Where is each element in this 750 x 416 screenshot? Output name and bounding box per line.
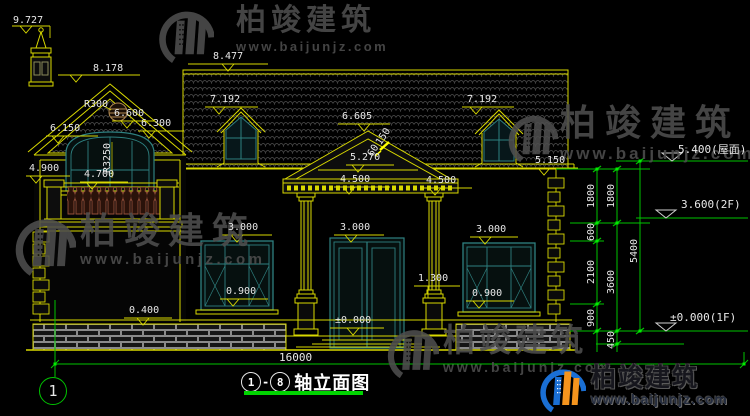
dim-6300: 6.300: [141, 118, 172, 129]
dim-5150: 5.150: [535, 155, 566, 166]
chain-5400: 5400: [629, 238, 640, 264]
chain-900: 900: [586, 308, 597, 328]
dim-0900-right: 0.900: [472, 288, 503, 299]
axis-range-dash: -: [262, 375, 270, 389]
chain-2100: 2100: [586, 259, 597, 285]
dim-4500-left: 4.500: [340, 174, 371, 185]
dim-6600: 6.600: [114, 108, 145, 119]
dim-7192-right: 7.192: [467, 94, 498, 105]
chain-3600: 3600: [606, 269, 617, 295]
dim-16000: 16000: [279, 351, 313, 364]
baijun-color-logo-icon: [533, 364, 589, 414]
dim-1300: 1.300: [418, 273, 449, 284]
watermark-brand: 柏竣建筑: [560, 102, 741, 143]
axis-start-bubble: 1: [241, 372, 261, 392]
watermark-url: www.baijunjz.com: [80, 250, 266, 268]
watermark-brand: 柏竣建筑: [443, 322, 588, 358]
chain-450: 450: [606, 330, 617, 350]
chain-1800-a: 1800: [586, 183, 597, 209]
dim-3000-mid: 3.000: [340, 222, 371, 233]
dim-7192-left: 7.192: [210, 94, 241, 105]
dim-4500-right: 4.500: [426, 175, 457, 186]
drawing-title-text: 轴立面图: [294, 373, 371, 393]
watermark-brand: 柏竣建筑: [80, 210, 257, 251]
logo-badge-brand: 柏竣建筑: [591, 364, 700, 392]
dim-3000-right: 3.000: [476, 224, 507, 235]
dim-9727: 9.727: [13, 15, 44, 26]
dim-0900-left: 0.900: [226, 286, 257, 297]
dim-4900: 4.900: [29, 163, 60, 174]
logo-badge-url: www.baijunjz.com: [591, 391, 728, 407]
chain-600: 600: [586, 222, 597, 242]
dim-4700: 4.700: [84, 169, 115, 180]
level-2f: 3.600(2F): [681, 198, 741, 211]
dim-6605: 6.605: [342, 111, 373, 122]
watermark-brand: 柏竣建筑: [236, 4, 376, 37]
axis-end-bubble: 8: [270, 372, 291, 392]
chain-1800-b: 1800: [606, 183, 617, 209]
dim-3000-left: 3.000: [228, 222, 259, 233]
axis-bubble-label: 1: [48, 382, 58, 400]
axis-bubble-1: 1: [39, 377, 67, 405]
level-roof: 5.400(屋面): [678, 143, 747, 156]
dim-0400: 0.400: [129, 305, 160, 316]
watermark-url: www.baijunjz.com: [236, 38, 389, 54]
dim-6150: 6.150: [50, 123, 81, 134]
dim-5270: 5.270: [350, 152, 381, 163]
watermark-right: 柏竣建筑 www.baijunjz.com: [504, 104, 750, 170]
baijun-logo-icon: [382, 324, 440, 380]
watermark-left: 柏竣建筑 www.baijunjz.com: [10, 212, 265, 278]
logo-badge: 柏竣建筑 www.baijunjz.com: [533, 364, 728, 414]
title-underline: [244, 391, 363, 395]
level-1f: ±0.000(1F): [670, 311, 737, 324]
dim-8178: 8.178: [93, 63, 124, 74]
baijun-logo-icon: [10, 212, 76, 278]
dim-8477: 8.477: [213, 51, 244, 62]
watermark-url: www.baijunjz.com: [560, 143, 750, 163]
dim-plusminus-0: ±0.000: [335, 315, 372, 326]
dim-r300: R300: [84, 99, 109, 110]
watermark-top: 柏竣建筑 www.baijunjz.com: [136, 5, 388, 65]
